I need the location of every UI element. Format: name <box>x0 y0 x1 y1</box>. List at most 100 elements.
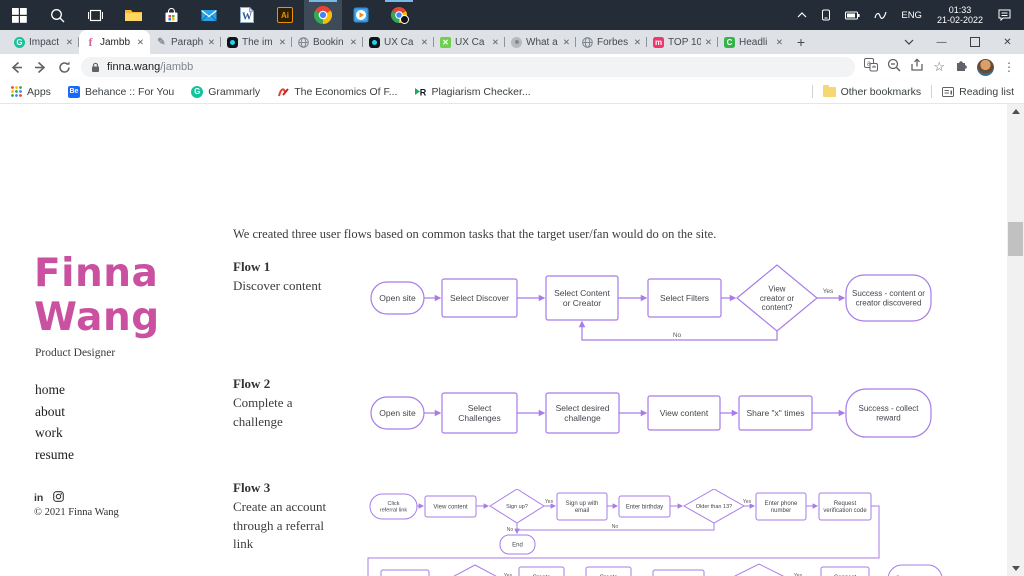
bookmark-behance-for-you[interactable]: BeBehance :: For You <box>68 86 174 98</box>
reload-button[interactable] <box>57 60 72 75</box>
close-button[interactable]: ✕ <box>991 30 1024 54</box>
bookmark-the-economics-of-f-[interactable]: The Economics Of F... <box>277 86 397 98</box>
scrollbar-down-arrow[interactable] <box>1007 561 1024 576</box>
forward-button[interactable] <box>33 60 48 75</box>
taskbar-start-icon[interactable] <box>0 0 38 30</box>
tray-pen-icon[interactable] <box>867 0 894 30</box>
site-logo[interactable]: Finna Wang <box>34 252 219 340</box>
taskbar-store-icon[interactable] <box>152 0 190 30</box>
tab-close-icon[interactable]: ✕ <box>137 37 144 48</box>
tray-clock[interactable]: 01:33 21-02-2022 <box>929 5 991 26</box>
site-nav: home about work resume <box>35 383 74 469</box>
tab-bookin[interactable]: Bookin✕ <box>292 30 363 54</box>
back-button[interactable] <box>9 60 24 75</box>
tab-ux-ca[interactable]: ✕UX Ca✕ <box>434 30 505 54</box>
bookmark-label: Plagiarism Checker... <box>431 86 530 98</box>
bookmark-grammarly[interactable]: GGrammarly <box>191 86 260 98</box>
tab-close-icon[interactable]: ✕ <box>421 37 428 48</box>
sidebar-nav-work[interactable]: work <box>35 426 74 440</box>
tab-title: Paraph <box>171 37 204 48</box>
extensions-puzzle-icon[interactable] <box>954 58 968 77</box>
tab-title: Headli <box>739 37 772 48</box>
tab-headli[interactable]: CHeadli✕ <box>718 30 789 54</box>
tab-title: Forbes <box>597 37 630 48</box>
svg-text:Sign up?: Sign up? <box>506 504 528 510</box>
bookmark-plagiarism-checker-[interactable]: R Plagiarism Checker... <box>414 86 530 98</box>
flow-node: Sign up withemail <box>557 493 607 520</box>
tab-the-im[interactable]: The im ✕ <box>221 30 292 54</box>
taskbar-chrome-profile-icon[interactable] <box>380 0 418 30</box>
tab-close-icon[interactable]: ✕ <box>350 37 357 48</box>
tab-impact[interactable]: GImpact✕ <box>8 30 79 54</box>
flow-node: Connectaccounts <box>821 567 869 576</box>
bookmark-apps[interactable]: Apps <box>10 86 51 98</box>
tab-top-10[interactable]: mTOP 10✕ <box>647 30 718 54</box>
svg-text:Share "x" times: Share "x" times <box>747 408 805 418</box>
tab-close-icon[interactable]: ✕ <box>66 37 73 48</box>
flow-node: Viewcreator orcontent? <box>737 265 817 331</box>
address-bar[interactable]: finna.wang/jambb <box>81 57 855 77</box>
flow-node: Createusername <box>519 567 564 576</box>
tab-jambb[interactable]: fJambb✕ <box>79 30 150 54</box>
flow-node: Select Discover <box>442 279 517 317</box>
taskbar-search-icon[interactable] <box>38 0 76 30</box>
taskbar-chrome-icon[interactable] <box>304 0 342 30</box>
tab-close-icon[interactable]: ✕ <box>634 37 641 48</box>
minimize-button[interactable]: — <box>925 30 958 54</box>
bookmark-star-icon[interactable]: ☆ <box>933 59 945 75</box>
tab-ux-ca[interactable]: UX Ca✕ <box>363 30 434 54</box>
taskbar-app-icons: WAi <box>0 0 418 30</box>
taskbar-word-icon[interactable]: W <box>228 0 266 30</box>
svg-text:Success - content orcreator di: Success - content orcreator discovered <box>852 289 925 307</box>
sidebar-nav-resume[interactable]: resume <box>35 448 74 462</box>
other-bookmarks-button[interactable]: Other bookmarks <box>823 86 922 98</box>
tab-close-icon[interactable]: ✕ <box>208 37 215 48</box>
sidebar-nav-home[interactable]: home <box>35 383 74 397</box>
zoom-icon[interactable] <box>887 58 901 77</box>
tab-title: Jambb <box>100 37 133 48</box>
linkedin-icon[interactable]: in <box>34 492 43 504</box>
site-tagline: Product Designer <box>35 347 115 359</box>
share-icon[interactable] <box>910 58 924 77</box>
tab-title: TOP 10 <box>668 37 701 48</box>
taskbar-task-view-icon[interactable] <box>76 0 114 30</box>
taskbar-file-explorer-icon[interactable] <box>114 0 152 30</box>
window-controls: — ✕ <box>892 30 1024 54</box>
tab-search-chevron-icon[interactable] <box>892 30 925 54</box>
sidebar-nav-about[interactable]: about <box>35 405 74 419</box>
profile-avatar[interactable] <box>977 59 994 76</box>
tray-chevron-up-icon[interactable] <box>790 0 814 30</box>
browser-menu-icon[interactable]: ⋮ <box>1003 60 1015 74</box>
taskbar-tray: ENG 01:33 21-02-2022 <box>790 0 1024 30</box>
new-tab-button[interactable]: + <box>789 30 813 54</box>
tab-close-icon[interactable]: ✕ <box>563 37 570 48</box>
translate-icon[interactable]: a <box>864 58 878 77</box>
instagram-icon[interactable] <box>53 489 64 507</box>
taskbar-mail-icon[interactable] <box>190 0 228 30</box>
folder-icon <box>823 87 836 97</box>
action-center-icon[interactable] <box>991 0 1018 30</box>
tab-paraph[interactable]: ✎Paraph✕ <box>150 30 221 54</box>
scrollbar-up-arrow[interactable] <box>1007 104 1024 119</box>
taskbar-illustrator-icon[interactable]: Ai <box>266 0 304 30</box>
svg-text:R: R <box>420 87 426 97</box>
tab-close-icon[interactable]: ✕ <box>705 37 712 48</box>
tab-close-icon[interactable]: ✕ <box>492 37 499 48</box>
flow-node: Createpassword <box>586 567 631 576</box>
maximize-button[interactable] <box>958 30 991 54</box>
social-links: in <box>34 489 64 507</box>
tab-forbes[interactable]: Forbes ✕ <box>576 30 647 54</box>
tab-close-icon[interactable]: ✕ <box>279 37 286 48</box>
tray-phone-icon[interactable] <box>814 0 838 30</box>
tab-what-a[interactable]: What a✕ <box>505 30 576 54</box>
scrollbar-thumb[interactable] <box>1008 222 1023 256</box>
taskbar-media-player-icon[interactable] <box>342 0 380 30</box>
tray-language[interactable]: ENG <box>894 0 929 30</box>
tab-title: The im <box>242 37 275 48</box>
tray-battery-icon[interactable] <box>838 0 867 30</box>
page-scrollbar[interactable] <box>1007 104 1024 576</box>
reading-list-button[interactable]: Reading list <box>942 86 1014 98</box>
tab-close-icon[interactable]: ✕ <box>776 37 783 48</box>
flow2-heading: Flow 2 <box>233 376 341 392</box>
tray-time: 01:33 <box>937 5 983 16</box>
